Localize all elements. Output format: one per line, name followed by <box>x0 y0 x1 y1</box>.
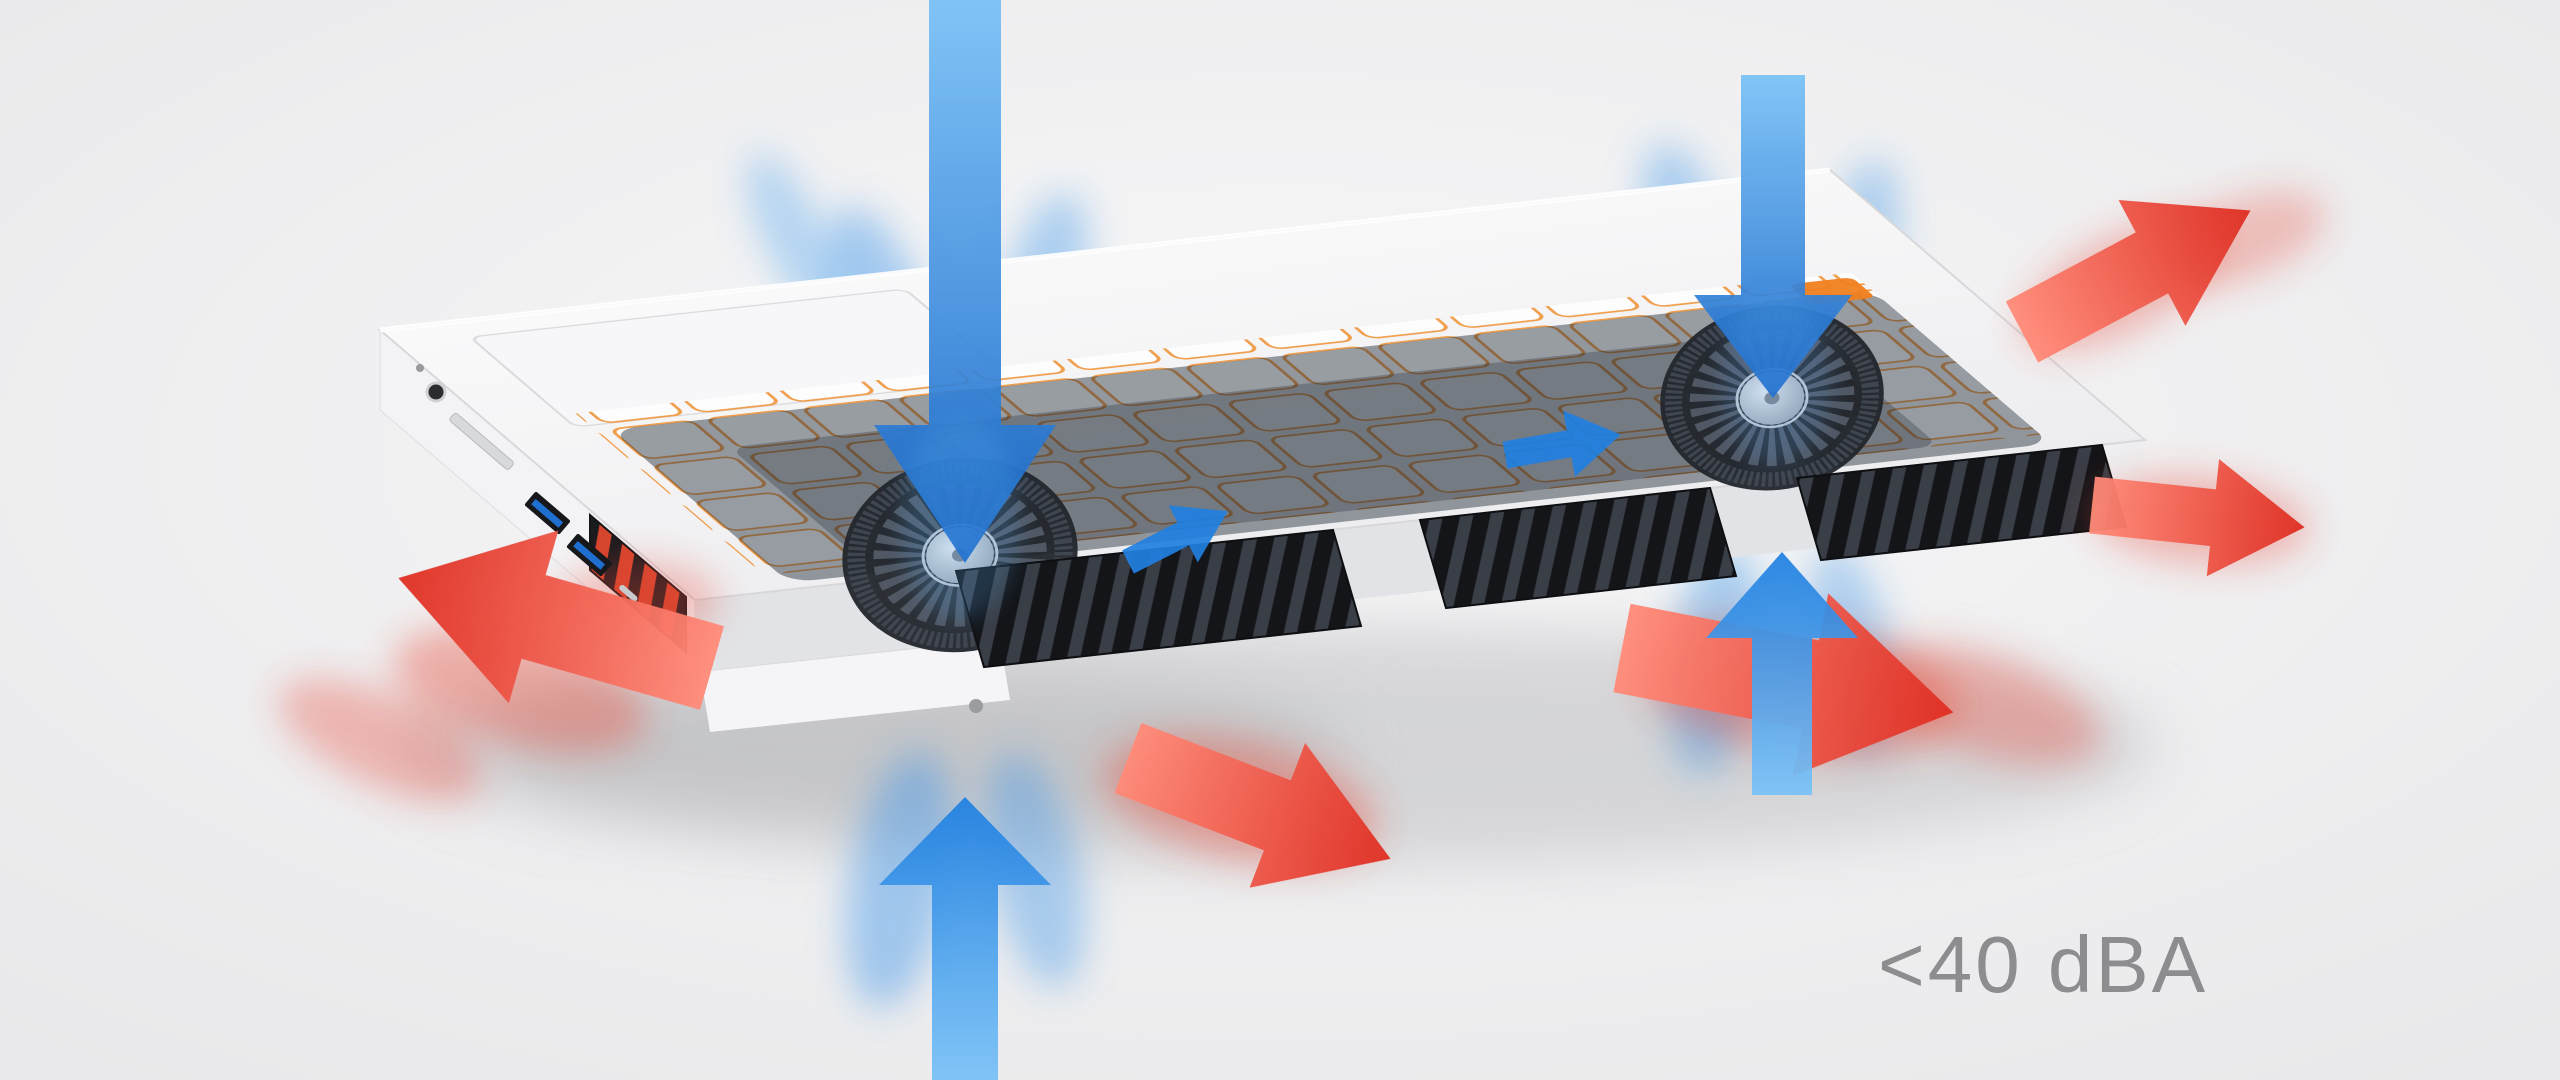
heatsink-fins <box>847 461 1073 649</box>
hinge-screw <box>969 699 983 713</box>
intake-arrows <box>874 0 1858 1080</box>
noise-level-label: <40 dBA <box>1878 920 2208 1009</box>
intake-airflow-wisps-front <box>900 295 1830 620</box>
usb-port-2 <box>566 533 612 576</box>
front-edge-highlight <box>379 167 1831 333</box>
heatsink-fins <box>1664 309 1880 487</box>
intake-arrow-top-right <box>1694 75 1852 398</box>
usb-port-1 <box>524 491 570 534</box>
status-led-slot <box>619 584 638 602</box>
laptop-front-foot <box>700 640 1010 732</box>
exhaust-vent-center <box>1418 486 1738 610</box>
intake-arrow-bottom-left <box>879 797 1051 1080</box>
led-pinhole <box>416 364 424 372</box>
side-ports <box>416 364 638 602</box>
audio-jack <box>425 381 447 403</box>
intake-arrow-bottom-right <box>1706 552 1858 795</box>
sd-card-slot <box>449 412 514 470</box>
intake-arrow-top-left <box>874 0 1056 563</box>
